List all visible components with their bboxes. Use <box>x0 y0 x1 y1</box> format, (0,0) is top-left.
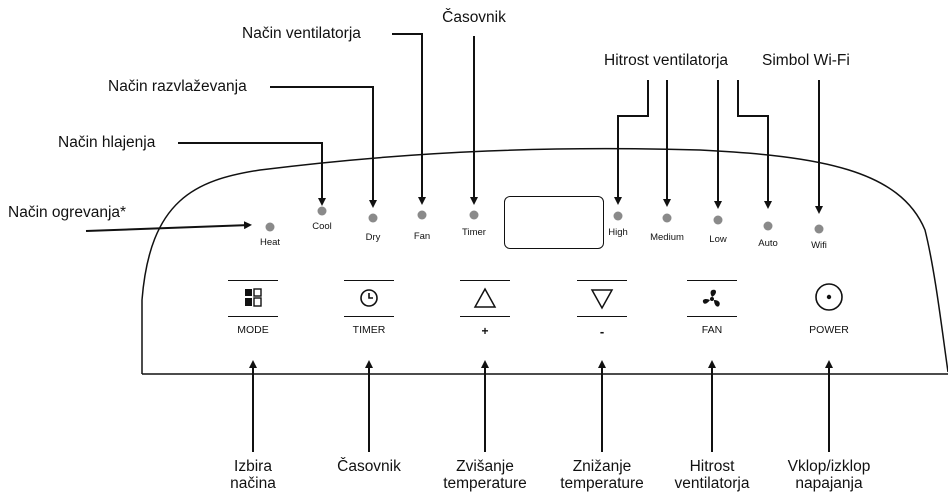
callout-wifi-symbol: Simbol Wi-Fi <box>762 52 850 69</box>
indicator-medium-led <box>662 213 672 223</box>
callout-mode-select: Izbira načina <box>218 458 288 492</box>
cooling-arrow <box>178 142 326 206</box>
display-window <box>504 196 604 249</box>
callout-temp-up: Zvišanje temperature <box>435 458 535 492</box>
indicator-wifi-led <box>814 224 824 234</box>
power-circle-icon <box>815 283 843 311</box>
temperature-up-button[interactable]: + <box>460 280 510 338</box>
callout-timer: Časovnik <box>442 9 506 26</box>
indicator-cool-led <box>317 206 327 216</box>
mode-button-label: MODE <box>237 324 269 336</box>
indicator-high-led <box>613 211 623 221</box>
power-button-label: POWER <box>809 324 849 336</box>
callout-dry-mode: Način razvlaževanja <box>108 78 247 95</box>
callout-fan-speed: Hitrost ventilatorja <box>604 52 729 69</box>
mode-grid-icon <box>245 288 262 307</box>
callout-cooling-mode: Način hlajenja <box>58 134 156 151</box>
temperature-down-label: - <box>599 324 605 339</box>
callout-fan-mode: Način ventilatorja <box>242 25 361 42</box>
high-arrow <box>614 80 649 205</box>
dry-arrow <box>270 86 377 208</box>
triangle-down-icon <box>590 289 614 310</box>
mode-button[interactable]: MODE <box>228 280 278 336</box>
callout-power: Vklop/izklop napajanja <box>774 458 884 492</box>
indicator-cool-label: Cool <box>312 221 332 232</box>
callout-temp-down-text: Znižanje temperature <box>560 458 644 492</box>
indicator-auto-led <box>763 221 773 231</box>
indicator-timer-led <box>469 210 479 220</box>
indicator-auto-label: Auto <box>758 238 778 249</box>
fan-button[interactable]: FAN <box>687 280 737 336</box>
heating-arrow <box>85 221 252 232</box>
callout-temp-down: Znižanje temperature <box>552 458 652 492</box>
callout-power-text: Vklop/izklop napajanja <box>787 458 871 492</box>
timer-button[interactable]: TIMER <box>344 280 394 336</box>
callout-mode-select-text: Izbira načina <box>230 458 276 492</box>
fan-mode-arrow <box>392 33 426 205</box>
auto-arrow <box>737 80 772 209</box>
callout-heating-mode: Način ogrevanja* <box>8 204 127 221</box>
power-button[interactable]: POWER <box>804 280 854 336</box>
indicator-timer-label: Timer <box>462 227 486 238</box>
callout-fan-speed-text: Hitrost ventilatorja <box>674 458 750 492</box>
fan-button-label: FAN <box>701 324 723 336</box>
indicator-fan-label: Fan <box>413 231 431 242</box>
panel-outline <box>141 147 948 374</box>
indicator-fan-led <box>417 210 427 220</box>
clock-icon <box>360 289 378 307</box>
indicator-low-label: Low <box>709 234 727 245</box>
callout-timer-button: Časovnik <box>337 458 401 475</box>
indicator-heat-label: Heat <box>259 237 281 248</box>
temperature-down-button[interactable]: - <box>577 280 627 339</box>
indicator-low-led <box>713 215 723 225</box>
callout-temp-up-text: Zvišanje temperature <box>443 458 527 492</box>
indicator-heat-led <box>265 222 275 232</box>
indicator-medium-label: Medium <box>650 232 684 243</box>
indicator-wifi-label: Wifi <box>811 240 827 251</box>
fan-icon <box>702 289 720 307</box>
timer-button-label: TIMER <box>352 324 386 336</box>
indicator-high-label: High <box>608 227 628 238</box>
triangle-up-icon <box>473 287 497 308</box>
indicator-dry-label: Dry <box>365 232 381 243</box>
indicator-dry-led <box>368 213 378 223</box>
callout-fan-speed-button: Hitrost ventilatorja <box>662 458 762 492</box>
temperature-up-label: + <box>481 324 489 338</box>
